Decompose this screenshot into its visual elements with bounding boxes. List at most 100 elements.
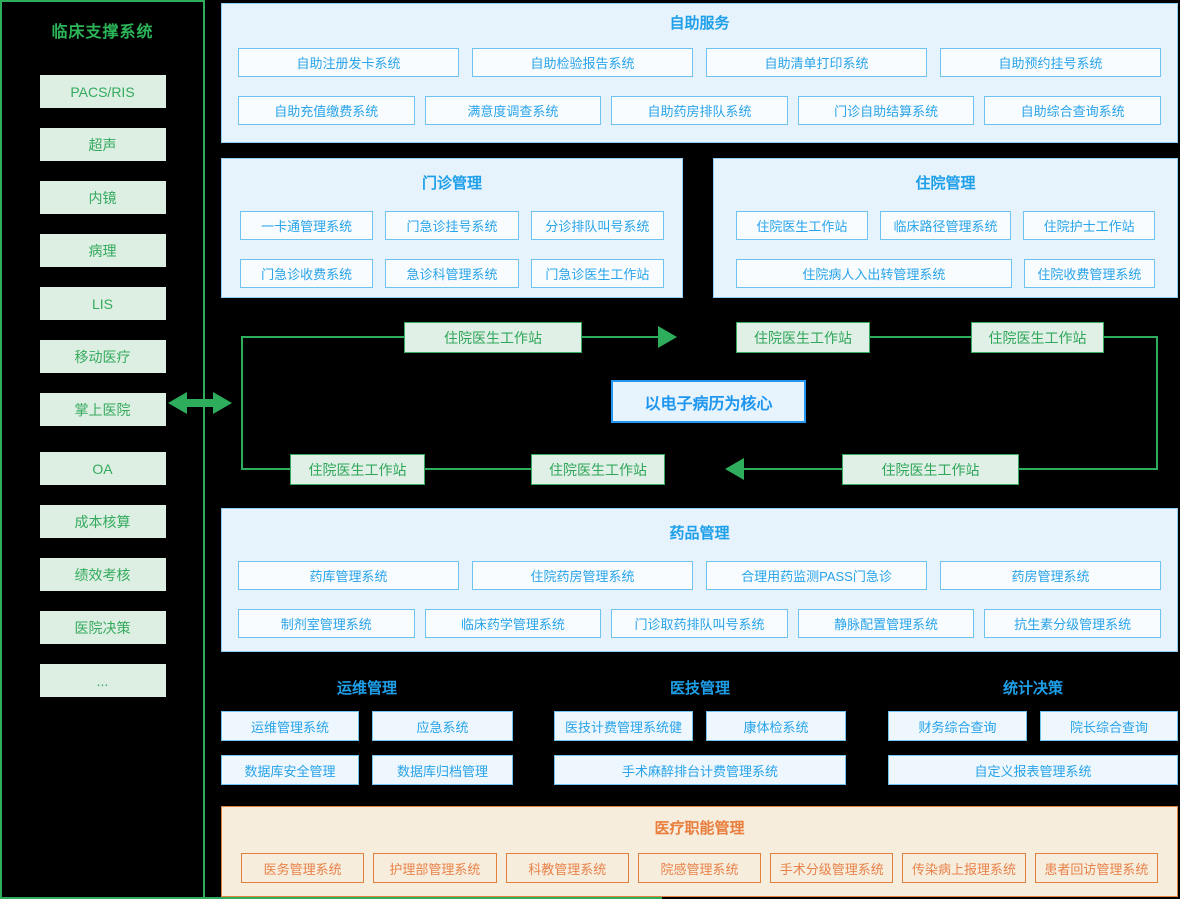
diagram-box: 院感管理系统 — [637, 853, 762, 883]
diagram-box: 门急诊收费系统 — [240, 259, 374, 288]
diagram-box: 临床药学管理系统 — [424, 609, 602, 638]
double-arrow-right-head — [213, 392, 232, 414]
diagram-box: 自助预约挂号系统 — [940, 48, 1161, 77]
flow-node-doctor-workstation: 住院医生工作站 — [736, 322, 870, 353]
sidebar-item-palm-hospital: 掌上医院 — [39, 393, 166, 426]
flow-node-doctor-workstation: 住院医生工作站 — [971, 322, 1104, 353]
flow-line — [870, 336, 972, 338]
self-service-title: 自助服务 — [669, 15, 730, 32]
inpatient-title: 住院管理 — [915, 175, 976, 192]
diagram-box: 康体检系统 — [706, 711, 846, 741]
diagram-box: 住院病人入出转管理系统 — [736, 259, 1012, 288]
flow-node-doctor-workstation: 住院医生工作站 — [842, 454, 1019, 485]
diagram-box: 药库管理系统 — [238, 561, 459, 590]
pharmacy-row2: 制剂室管理系统 临床药学管理系统 门诊取药排队叫号系统 静脉配置管理系统 抗生素… — [222, 609, 1177, 638]
outpatient-row1: 一卡通管理系统 门急诊挂号系统 分诊排队叫号系统 — [222, 211, 682, 240]
flow-line — [241, 468, 291, 470]
flow-line — [241, 336, 243, 470]
stats-title: 统计决策 — [1002, 680, 1063, 697]
medical-admin-row: 医务管理系统 护理部管理系统 科教管理系统 院感管理系统 手术分级管理系统 传染… — [222, 853, 1177, 883]
outpatient-row2: 门急诊收费系统 急诊科管理系统 门急诊医生工作站 — [222, 259, 682, 288]
diagram-box: 静脉配置管理系统 — [797, 609, 975, 638]
flow-node-doctor-workstation: 住院医生工作站 — [404, 322, 582, 353]
diagram-box: 数据库安全管理 — [221, 755, 359, 785]
sidebar-item-lis: LIS — [39, 287, 166, 320]
diagram-box: 门急诊医生工作站 — [530, 259, 664, 288]
diagram-box: 住院医生工作站 — [736, 211, 868, 240]
medtech-title: 医技管理 — [669, 680, 730, 697]
diagram-box: 运维管理系统 — [221, 711, 359, 741]
pharmacy-row1: 药库管理系统 住院药房管理系统 合理用药监测PASS门急诊 药房管理系统 — [222, 561, 1177, 590]
diagram-box: 应急系统 — [372, 711, 513, 741]
pharmacy-panel: 药品管理 药库管理系统 住院药房管理系统 合理用药监测PASS门急诊 药房管理系… — [221, 508, 1178, 652]
bottom-edge-line — [0, 897, 662, 899]
diagram-box: 住院收费管理系统 — [1023, 259, 1155, 288]
diagram-box: 科教管理系统 — [505, 853, 629, 883]
diagram-box: 抗生素分级管理系统 — [984, 609, 1161, 638]
flow-line — [744, 468, 843, 470]
diagram-box: 制剂室管理系统 — [238, 609, 415, 638]
flow-node-doctor-workstation: 住院医生工作站 — [531, 454, 665, 485]
diagram-box: 临床路径管理系统 — [879, 211, 1012, 240]
diagram-box: 医务管理系统 — [241, 853, 365, 883]
diagram-box: 门诊自助结算系统 — [797, 96, 975, 125]
arrow-right-icon — [658, 326, 677, 348]
sidebar-item-more: ... — [39, 664, 166, 697]
diagram-box: 自定义报表管理系统 — [888, 755, 1178, 785]
clinical-support-panel: 临床支撑系统 PACS/RIS 超声 内镜 病理 LIS 移动医疗 掌上医院 O… — [0, 0, 205, 899]
diagram-box: 自助检验报告系统 — [472, 48, 693, 77]
clinical-support-title: 临床支撑系统 — [51, 24, 154, 41]
diagram-box: 一卡通管理系统 — [240, 211, 374, 240]
diagram-box: 满意度调查系统 — [424, 96, 602, 125]
flow-line — [1019, 468, 1158, 470]
diagram-box: 自助药房排队系统 — [611, 96, 788, 125]
diagram-box: 自助综合查询系统 — [984, 96, 1161, 125]
diagram-box: 财务综合查询 — [888, 711, 1027, 741]
sidebar-item-oa: OA — [39, 452, 166, 485]
diagram-box: 分诊排队叫号系统 — [530, 211, 664, 240]
diagram-box: 住院药房管理系统 — [472, 561, 693, 590]
flow-line — [1104, 336, 1158, 338]
emr-core-box: 以电子病历为核心 — [611, 380, 806, 423]
self-service-row2: 自助充值缴费系统 满意度调查系统 自助药房排队系统 门诊自助结算系统 自助综合查… — [222, 96, 1177, 125]
clinical-support-list: PACS/RIS 超声 内镜 病理 LIS 移动医疗 掌上医院 OA 成本核算 … — [2, 75, 203, 697]
diagram-box: 院长综合查询 — [1040, 711, 1178, 741]
sidebar-item-decision: 医院决策 — [39, 611, 166, 644]
flow-line — [1156, 336, 1158, 470]
sidebar-item-endoscopy: 内镜 — [39, 181, 166, 214]
flow-line — [582, 336, 660, 338]
sidebar-item-performance: 绩效考核 — [39, 558, 166, 591]
sidebar-item-pathology: 病理 — [39, 234, 166, 267]
diagram-box: 数据库归档管理 — [372, 755, 513, 785]
double-arrow-left-head — [168, 392, 187, 414]
medical-admin-title: 医疗职能管理 — [654, 820, 745, 837]
diagram-box: 传染病上报理系统 — [902, 853, 1026, 883]
diagram-box: 药房管理系统 — [940, 561, 1161, 590]
diagram-box: 合理用药监测PASS门急诊 — [706, 561, 927, 590]
diagram-box: 急诊科管理系统 — [385, 259, 519, 288]
arrow-left-icon — [725, 458, 744, 480]
flow-node-doctor-workstation: 住院医生工作站 — [290, 454, 425, 485]
diagram-box: 医技计费管理系统健 — [554, 711, 693, 741]
sidebar-item-mobile-medical: 移动医疗 — [39, 340, 166, 373]
medical-admin-panel: 医疗职能管理 医务管理系统 护理部管理系统 科教管理系统 院感管理系统 手术分级… — [221, 806, 1178, 897]
inpatient-panel: 住院管理 住院医生工作站 临床路径管理系统 住院护士工作站 住院病人入出转管理系… — [713, 158, 1178, 298]
outpatient-title: 门诊管理 — [421, 175, 482, 192]
diagram-box: 自助注册发卡系统 — [238, 48, 459, 77]
diagram-box: 患者回访管理系统 — [1034, 853, 1158, 883]
diagram-box: 自助清单打印系统 — [706, 48, 927, 77]
diagram-box: 手术麻醉排台计费管理系统 — [554, 755, 846, 785]
ops-title: 运维管理 — [336, 680, 397, 697]
inpatient-row1: 住院医生工作站 临床路径管理系统 住院护士工作站 — [714, 211, 1177, 240]
diagram-box: 门急诊挂号系统 — [385, 211, 519, 240]
sidebar-item-cost-accounting: 成本核算 — [39, 505, 166, 538]
self-service-panel: 自助服务 自助注册发卡系统 自助检验报告系统 自助清单打印系统 自助预约挂号系统… — [221, 3, 1178, 143]
inpatient-row2: 住院病人入出转管理系统 住院收费管理系统 — [714, 259, 1177, 288]
double-arrow-shaft — [185, 399, 215, 407]
diagram-box: 住院护士工作站 — [1023, 211, 1156, 240]
sidebar-item-pacs-ris: PACS/RIS — [39, 75, 166, 108]
outpatient-panel: 门诊管理 一卡通管理系统 门急诊挂号系统 分诊排队叫号系统 门急诊收费系统 急诊… — [221, 158, 683, 298]
diagram-box: 护理部管理系统 — [373, 853, 497, 883]
self-service-row1: 自助注册发卡系统 自助检验报告系统 自助清单打印系统 自助预约挂号系统 — [222, 48, 1177, 77]
